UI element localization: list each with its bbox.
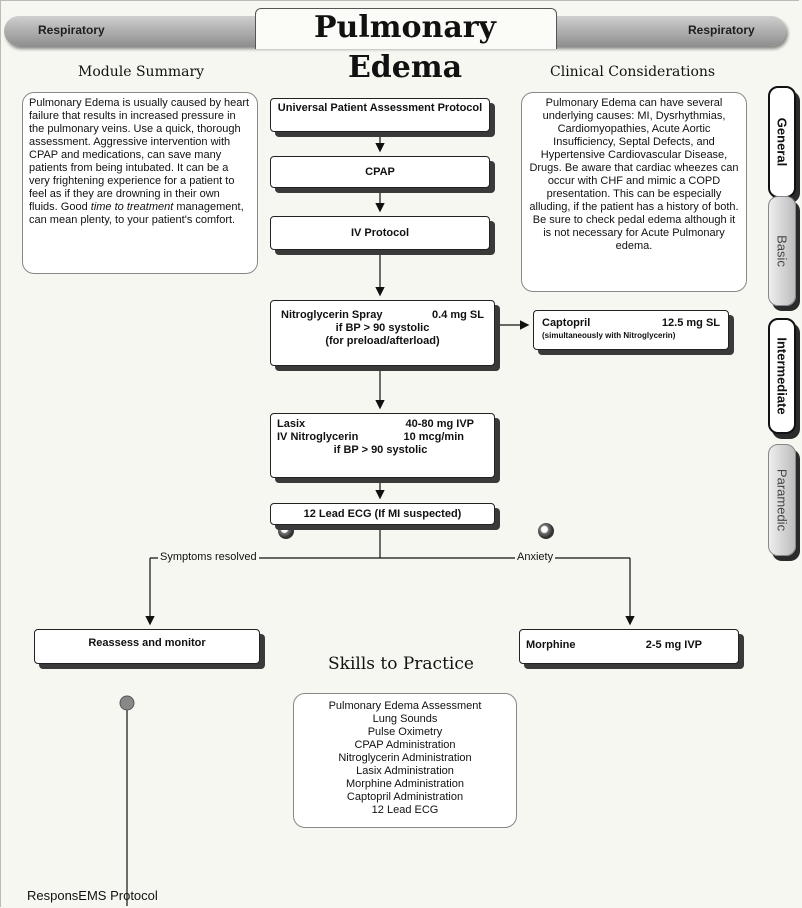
lasix-condition: if BP > 90 systolic: [333, 444, 428, 456]
page-title: Pulmonary Edema: [313, 10, 496, 85]
skill-item: CPAP Administration: [354, 739, 456, 751]
cpap-box: CPAP: [270, 156, 490, 188]
captopril-note: (simultaneously with Nitroglycerin): [542, 331, 676, 340]
nitroglycerin-box: Nitroglycerin Spray 0.4 mg SL if BP > 90 …: [270, 300, 495, 366]
module-summary-box: Pulmonary Edema is usually caused by hea…: [22, 92, 258, 274]
tab-intermediate-label: Intermediate: [774, 337, 790, 415]
nitro-drug: Nitroglycerin Spray: [281, 309, 383, 321]
nitro-condition: if BP > 90 systolic: [335, 322, 430, 334]
tab-paramedic[interactable]: Paramedic: [768, 444, 796, 556]
skill-item: 12 Lead ECG: [371, 804, 439, 816]
clinical-considerations-heading: Clinical Considerations: [550, 64, 716, 80]
skill-item: Lasix Administration: [356, 765, 454, 777]
decision-bullet-right: [538, 523, 554, 539]
captopril-dose: 12.5 mg SL: [661, 317, 720, 329]
skill-item: Captopril Administration: [346, 791, 464, 803]
iv-nitro-drug: IV Nitroglycerin: [277, 431, 359, 443]
iv-protocol-label: IV Protocol: [350, 227, 410, 239]
branch-label-symptoms-resolved: Symptoms resolved: [158, 551, 259, 563]
tab-basic-label: Basic: [774, 235, 790, 267]
reassess-box: Reassess and monitor: [34, 629, 260, 664]
tab-basic[interactable]: Basic: [768, 196, 796, 306]
skill-item: Morphine Administration: [345, 778, 464, 790]
tab-general[interactable]: General: [768, 86, 796, 198]
module-summary-text: Pulmonary Edema is usually caused by hea…: [29, 97, 250, 213]
ecg-label: 12 Lead ECG (If MI suspected): [303, 508, 462, 520]
category-tag-right: Respiratory: [688, 23, 755, 37]
module-summary-emphasis: time to treatment: [90, 201, 174, 213]
nitro-note: (for preload/afterload): [325, 335, 440, 347]
tab-paramedic-label: Paramedic: [774, 468, 790, 532]
tab-general-label: General: [774, 117, 790, 167]
clinical-considerations-text: Pulmonary Edema can have several underly…: [529, 97, 739, 252]
iv-nitro-dose: 10 mcg/min: [403, 431, 464, 443]
module-summary-heading: Module Summary: [78, 64, 205, 80]
skill-item: Nitroglycerin Administration: [338, 752, 472, 764]
lasix-dose: 40-80 mg IVP: [405, 418, 474, 430]
lasix-drug: Lasix: [277, 418, 306, 430]
lasix-box: Lasix 40-80 mg IVP IV Nitroglycerin 10 mcg…: [270, 413, 495, 478]
skill-item: Pulmonary Edema Assessment: [328, 700, 482, 712]
title-plate: [255, 8, 557, 49]
clinical-considerations-box: Pulmonary Edema can have several underly…: [521, 92, 747, 292]
skills-heading: Skills to Practice: [328, 654, 474, 674]
ecg-box: 12 Lead ECG (If MI suspected): [270, 503, 495, 525]
module-summary-text-end: management, can mean plenty, to your pat…: [29, 201, 244, 226]
skill-item: Pulse Oximetry: [367, 726, 443, 738]
nitro-dose: 0.4 mg SL: [432, 309, 484, 321]
captopril-drug: Captopril: [542, 317, 591, 329]
morphine-dose: 2-5 mg IVP: [645, 639, 702, 651]
universal-assessment-label: Universal Patient Assessment Protocol: [277, 102, 483, 114]
branch-label-anxiety: Anxiety: [515, 551, 556, 563]
captopril-box: Captopril 12.5 mg SL (simultaneously with…: [533, 310, 729, 350]
universal-assessment-box: Universal Patient Assessment Protocol: [270, 98, 490, 132]
reassess-label: Reassess and monitor: [88, 637, 206, 649]
cpap-label: CPAP: [365, 166, 395, 178]
skill-item: Lung Sounds: [372, 713, 438, 725]
category-tag-left: Respiratory: [38, 23, 105, 37]
skills-box: Pulmonary Edema Assessment Lung Sounds P…: [293, 693, 517, 828]
decision-bullet-left: [278, 523, 294, 539]
iv-protocol-box: IV Protocol: [270, 216, 490, 250]
footer-protocol-label: ResponsEMS Protocol: [27, 888, 158, 903]
tab-intermediate[interactable]: Intermediate: [768, 318, 796, 434]
morphine-drug: Morphine: [526, 639, 576, 651]
morphine-box: Morphine 2-5 mg IVP: [519, 629, 739, 664]
